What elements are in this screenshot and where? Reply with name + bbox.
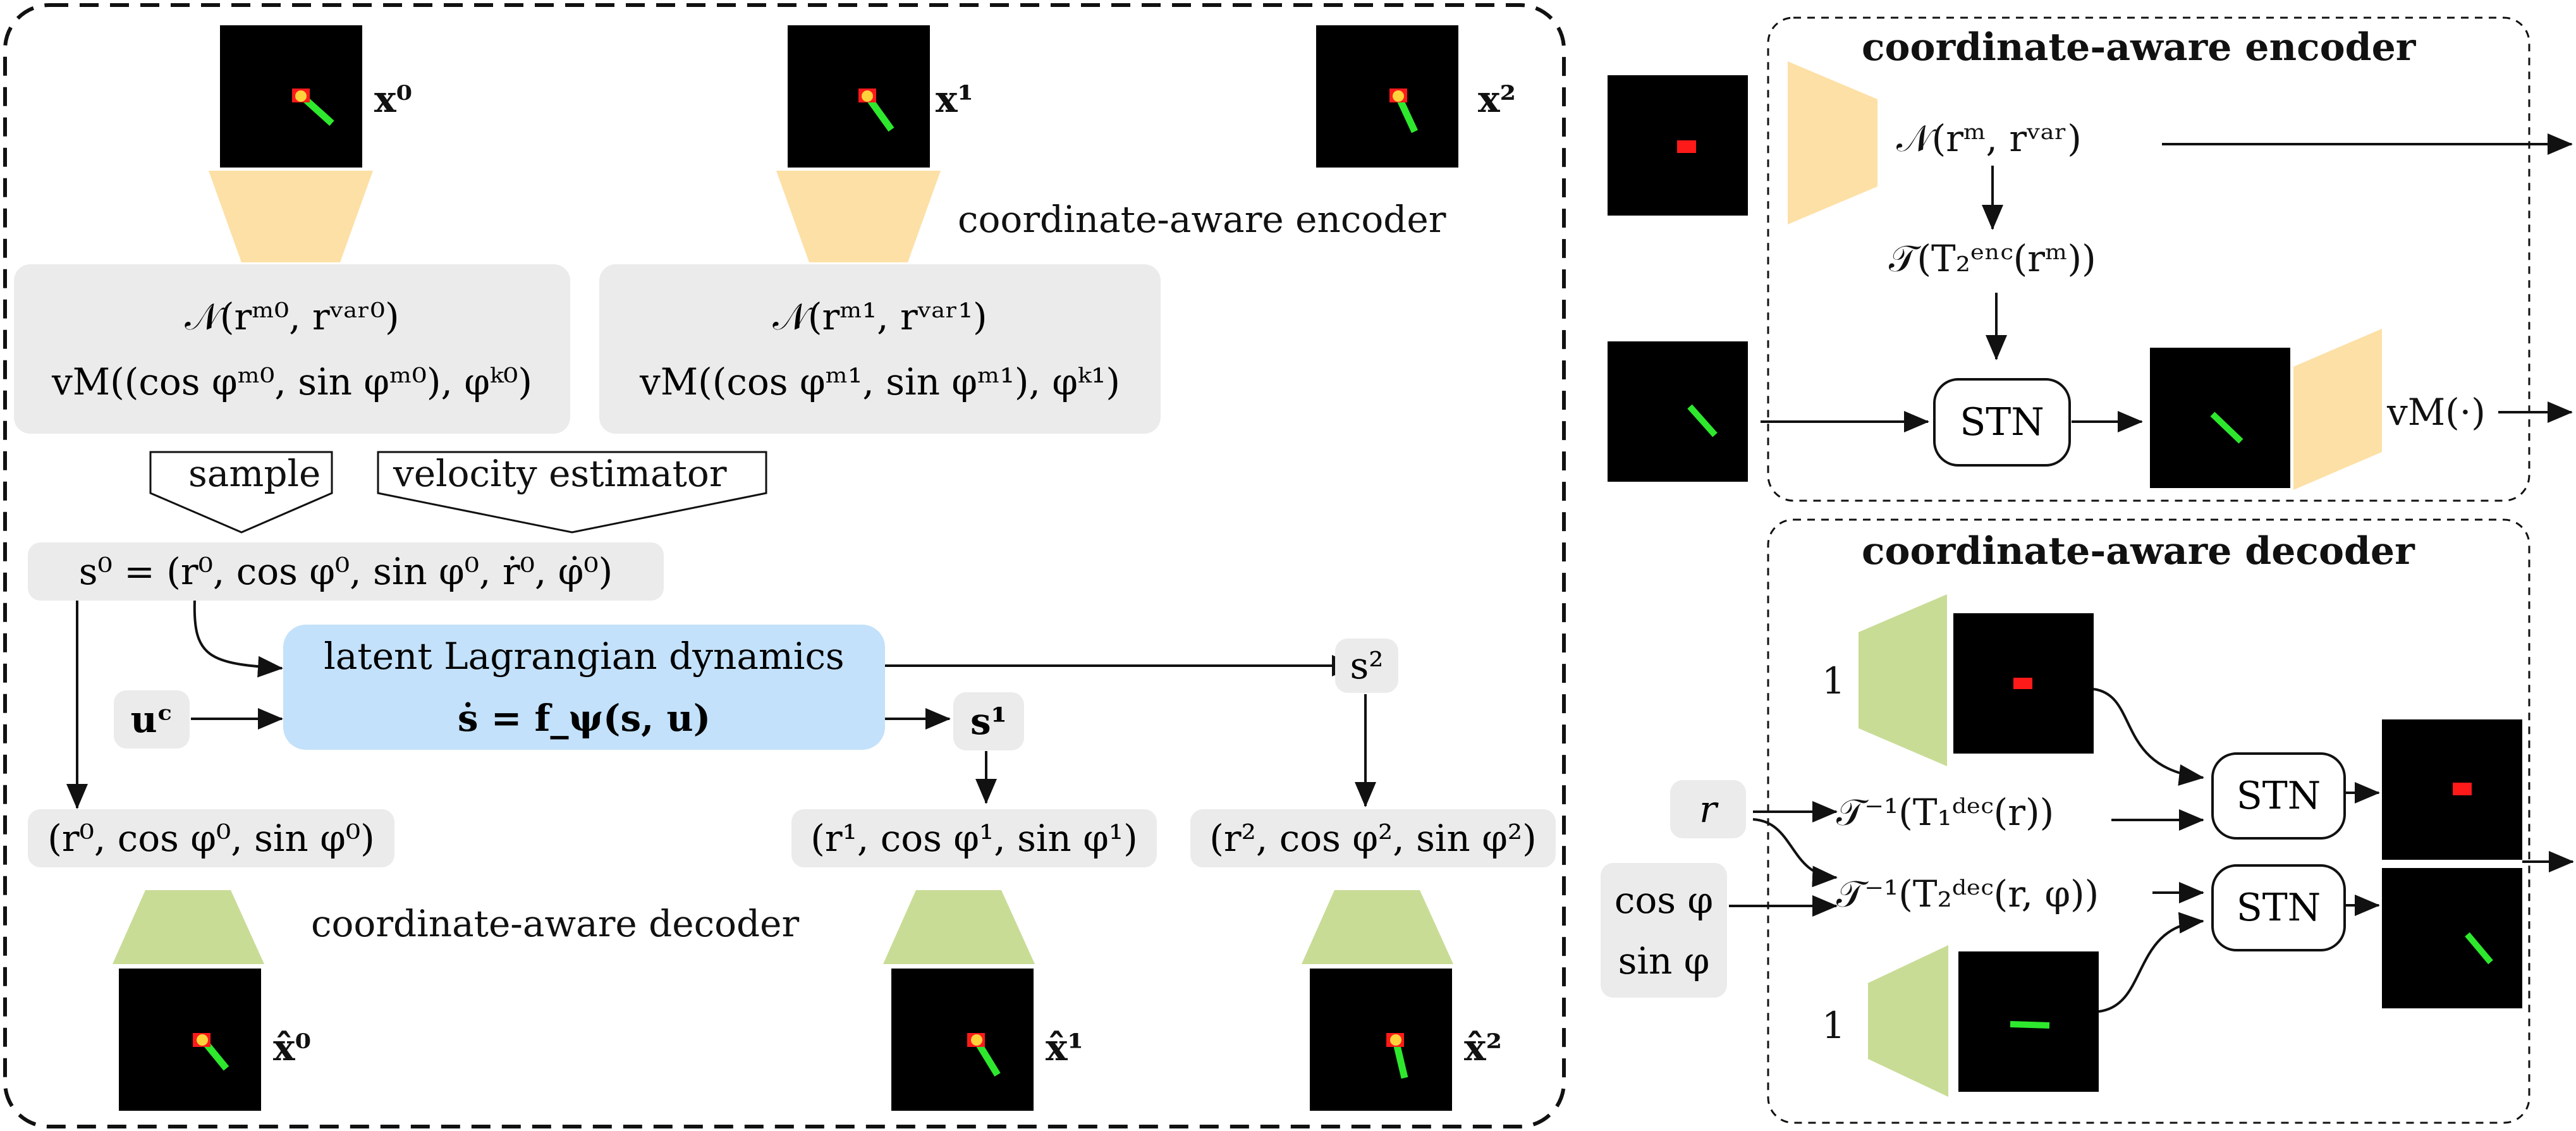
input-frame-2 (1316, 25, 1458, 168)
state-0-box: s⁰ = (r⁰, cos φ⁰, sin φ⁰, ṙ⁰, φ̇⁰) (28, 542, 664, 601)
dec-out-pole (2382, 868, 2522, 1008)
decoder-input-cos: cos φ (1614, 878, 1714, 922)
distribution-box-1: 𝒩(rᵐ¹, rᵛᵃʳ¹) vM((cos φᵐ¹, sin φᵐ¹), φᵏ¹… (599, 264, 1161, 434)
decoder-trapezoid-0 (113, 890, 264, 964)
decoder-one-top: 1 (1822, 659, 1845, 702)
decoder-angle-box: cos φ sin φ (1601, 863, 1727, 998)
decoder-trapezoid-2 (1302, 890, 1453, 964)
sample-label: sample (188, 452, 321, 495)
left-panel-border (3, 3, 1566, 1128)
encoder-vm-output: vM(·) (2387, 391, 2486, 434)
dynamics-title: latent Lagrangian dynamics (324, 635, 845, 678)
dist1-normal: 𝒩(rᵐ¹, rᵛᵃʳ¹) (772, 295, 987, 338)
input-label-0: x⁰ (374, 78, 412, 121)
control-box: uᶜ (114, 690, 190, 749)
decoder-transform-2: 𝒯⁻¹(T₂ᵈᵉᶜ(r, φ)) (1836, 872, 2099, 915)
decoder-caption: coordinate-aware decoder (311, 902, 800, 945)
output-label-2: x̂² (1464, 1026, 1502, 1069)
decoder-stn-1-box: STN (2211, 752, 2346, 840)
encoder-stn-box: STN (1933, 378, 2071, 467)
encoder-trapezoid-0 (209, 171, 373, 262)
decoder-one-bottom: 1 (1822, 1004, 1845, 1047)
dynamics-equation: ṡ = f_ψ(s, u) (457, 697, 711, 740)
dec-pole-frame (1958, 951, 2099, 1092)
decoder-input-sin: sin φ (1618, 939, 1710, 982)
encoder-transform: 𝒯(T₂ᵉⁿᶜ(rᵐ)) (1889, 237, 2096, 280)
left-arrows (66, 599, 1376, 809)
output-frame-2 (1310, 969, 1452, 1111)
input-frame-0 (220, 25, 362, 168)
state-2: s² (1350, 644, 1384, 687)
output-frame-1 (891, 969, 1034, 1111)
decoder-panel-title: coordinate-aware decoder (1862, 529, 2415, 573)
decoder-input-r: r (1699, 788, 1717, 831)
coords-1: (r¹, cos φ¹, sin φ¹) (810, 817, 1138, 860)
enc-rotated-frame (2150, 348, 2290, 488)
coords-1-box: (r¹, cos φ¹, sin φ¹) (791, 809, 1157, 867)
enc-arrows (1761, 133, 2573, 432)
input-frame-1 (788, 25, 930, 168)
encoder-panel-title: coordinate-aware encoder (1862, 25, 2416, 70)
encoder-trapezoid-1 (776, 171, 941, 262)
dist0-normal: 𝒩(rᵐ⁰, rᵛᵃʳ⁰) (185, 295, 400, 338)
output-frame-0 (119, 969, 261, 1111)
encoder-panel-border (1767, 16, 2530, 502)
dist1-vonmises: vM((cos φᵐ¹, sin φᵐ¹), φᵏ¹) (639, 360, 1120, 403)
dynamics-box (283, 625, 885, 750)
decoder-transform-1: 𝒯⁻¹(T₁ᵈᵉᶜ(r)) (1836, 791, 2054, 834)
decoder-panel-border (1767, 518, 2530, 1124)
dec-trapezoid-bottom (1868, 945, 1948, 1097)
decoder-r-box: r (1670, 780, 1746, 838)
decoder-stn-2-label: STN (2236, 886, 2321, 930)
coords-2: (r², cos φ², sin φ²) (1209, 817, 1537, 860)
enc-encoder-trapezoid (1788, 61, 1877, 224)
decoder-stn-1-label: STN (2236, 774, 2321, 818)
state-0: s⁰ = (r⁰, cos φ⁰, sin φ⁰, ṙ⁰, φ̇⁰) (78, 550, 613, 593)
dec-out-cart (2382, 719, 2522, 860)
enc-input-pole (1608, 341, 1748, 482)
velocity-estimator-label: velocity estimator (393, 452, 727, 495)
output-label-1: x̂¹ (1046, 1026, 1084, 1069)
decoder-trapezoid-1 (883, 890, 1035, 964)
input-label-2: x² (1478, 78, 1516, 121)
dec-trapezoid-top (1859, 594, 1947, 766)
control-input: uᶜ (130, 698, 173, 741)
coords-0-box: (r⁰, cos φ⁰, sin φ⁰) (28, 809, 394, 867)
encoder-caption: coordinate-aware encoder (958, 198, 1446, 241)
coords-2-box: (r², cos φ², sin φ²) (1190, 809, 1556, 867)
decoder-stn-2-box: STN (2211, 864, 2346, 951)
input-label-1: x¹ (936, 78, 974, 121)
state-2-box: s² (1335, 639, 1398, 693)
dec-arrows (1729, 688, 2574, 1013)
dynamics-text: latent Lagrangian dynamics ṡ = f_ψ(s, u) (283, 625, 885, 750)
state-1: s¹ (970, 700, 1008, 743)
sample-tag-shape (149, 451, 333, 534)
enc-input-cart (1608, 75, 1748, 216)
encoder-normal: 𝒩(rᵐ, rᵛᵃʳ) (1896, 117, 2082, 160)
enc-vm-trapezoid (2293, 329, 2382, 490)
encoder-stn-label: STN (1960, 400, 2044, 444)
distribution-box-0: 𝒩(rᵐ⁰, rᵛᵃʳ⁰) vM((cos φᵐ⁰, sin φᵐ⁰), φᵏ⁰… (14, 264, 570, 434)
dec-cart-frame (1953, 613, 2094, 754)
velocity-tag-shape (377, 451, 767, 534)
output-label-0: x̂⁰ (273, 1026, 311, 1069)
coords-0: (r⁰, cos φ⁰, sin φ⁰) (47, 817, 375, 860)
dist0-vonmises: vM((cos φᵐ⁰, sin φᵐ⁰), φᵏ⁰) (51, 360, 532, 403)
state-1-box: s¹ (953, 692, 1024, 750)
